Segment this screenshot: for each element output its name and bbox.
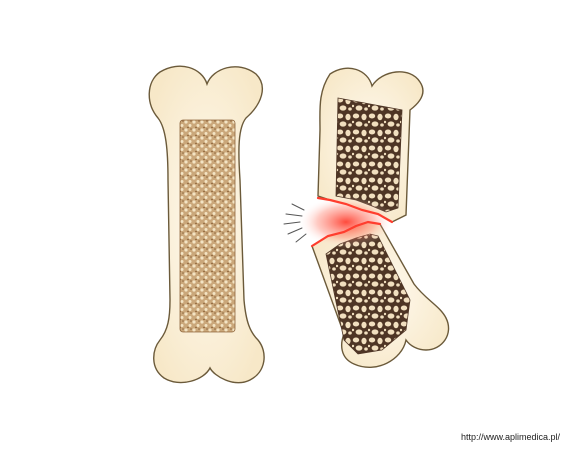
healthy-bone bbox=[148, 65, 265, 384]
osteoporotic-bone-lower bbox=[311, 221, 450, 369]
impact-lines bbox=[283, 203, 307, 243]
credit-url: http://www.aplimedica.pl/ bbox=[460, 432, 560, 442]
osteoporotic-bone-upper bbox=[317, 67, 424, 223]
fracture-glow bbox=[298, 196, 394, 248]
healthy-marrow bbox=[179, 119, 236, 333]
lower-porous-marrow bbox=[325, 233, 411, 355]
upper-porous-marrow bbox=[335, 97, 403, 213]
